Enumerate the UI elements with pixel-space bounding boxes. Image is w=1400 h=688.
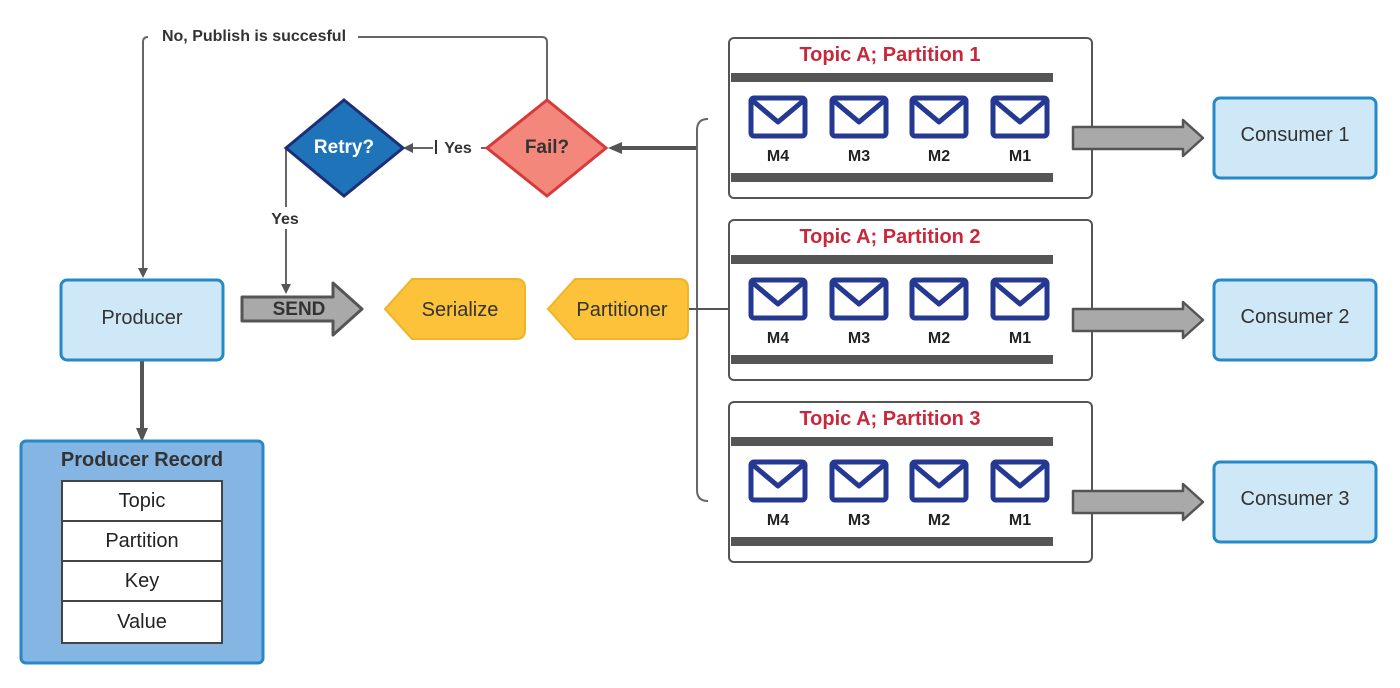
serialize-shape	[383, 278, 526, 340]
record-field-partition: Partition	[105, 530, 178, 552]
record-field-key-cell	[61, 560, 223, 602]
record-field-topic: Topic	[119, 490, 166, 512]
message-label: M2	[928, 148, 950, 165]
partition-bottom-rail	[731, 173, 1053, 182]
partitioner-label: Partitioner	[576, 299, 667, 321]
envelope-icon	[829, 95, 889, 139]
yes-fail-label: Yes	[444, 140, 472, 157]
message-label: M2	[928, 330, 950, 347]
envelope-icon	[909, 277, 969, 321]
partition-2: Topic A; Partition 2 M4 M3 M2 M1 Consume…	[728, 219, 1378, 381]
message-label: M3	[848, 512, 870, 529]
consumer-label: Consumer 1	[1241, 124, 1350, 146]
yes-fail-label-bg	[433, 137, 481, 157]
partition-bottom-rail	[731, 355, 1053, 364]
record-field-key: Key	[125, 570, 159, 592]
envelope-icon	[909, 459, 969, 503]
consumer-box	[1212, 96, 1378, 180]
partition-top-rail	[731, 255, 1053, 264]
envelope-icon	[829, 277, 889, 321]
consumer-label: Consumer 2	[1241, 306, 1350, 328]
consumer-box	[1212, 460, 1378, 544]
consumer-arrow	[1071, 118, 1205, 158]
consumer-arrow	[1071, 482, 1205, 522]
message-label: M2	[928, 512, 950, 529]
retry-label: Retry?	[314, 137, 374, 158]
message-label: M3	[848, 330, 870, 347]
producer-record-title: Producer Record	[61, 449, 223, 471]
partition-top-rail	[731, 73, 1053, 82]
send-label: SEND	[273, 299, 326, 320]
envelope-icon	[990, 277, 1050, 321]
message-label: M1	[1009, 148, 1031, 165]
consumer-box	[1212, 278, 1378, 362]
partition-title: Topic A; Partition 3	[799, 408, 980, 430]
record-field-topic-cell	[61, 480, 223, 522]
fail-diamond	[484, 98, 609, 198]
producer-label: Producer	[101, 307, 182, 329]
partition-bottom-rail	[731, 537, 1053, 546]
partitioner-shape	[546, 278, 689, 340]
envelope-icon	[748, 95, 808, 139]
producer-box	[59, 278, 225, 362]
envelope-icon	[909, 95, 969, 139]
message-label: M4	[767, 512, 789, 529]
partition-3: Topic A; Partition 3 M4 M3 M2 M1 Consume…	[728, 401, 1378, 563]
envelope-icon	[748, 277, 808, 321]
envelope-icon	[990, 95, 1050, 139]
consumer-label: Consumer 3	[1241, 488, 1350, 510]
record-field-value: Value	[117, 611, 167, 633]
partition-1: Topic A; Partition 1 M4 M3 M2 M1 Consume…	[728, 37, 1378, 199]
no-publish-label-bg	[148, 26, 358, 46]
record-field-value-cell	[61, 600, 223, 644]
yes-retry-label-bg	[266, 207, 306, 229]
envelope-icon	[990, 459, 1050, 503]
partition-title: Topic A; Partition 2	[799, 226, 980, 248]
message-label: M4	[767, 330, 789, 347]
retry-diamond	[283, 98, 406, 198]
record-field-partition-cell	[61, 520, 223, 562]
message-label: M1	[1009, 330, 1031, 347]
envelope-icon	[829, 459, 889, 503]
message-label: M4	[767, 148, 789, 165]
serialize-label: Serialize	[422, 299, 499, 321]
consumer-arrow	[1071, 300, 1205, 340]
message-label: M1	[1009, 512, 1031, 529]
yes-retry-label: Yes	[271, 211, 299, 228]
no-publish-label: No, Publish is succesful	[162, 28, 346, 45]
envelope-icon	[748, 459, 808, 503]
send-arrow	[240, 281, 364, 337]
fail-label: Fail?	[525, 137, 569, 158]
message-label: M3	[848, 148, 870, 165]
partition-title: Topic A; Partition 1	[799, 44, 980, 66]
partition-top-rail	[731, 437, 1053, 446]
